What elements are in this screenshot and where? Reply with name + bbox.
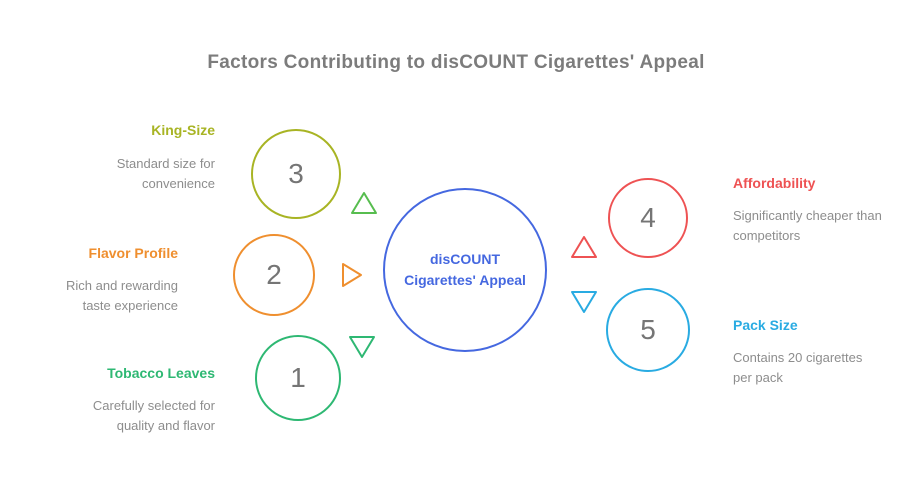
center-circle: disCOUNT Cigarettes' Appeal xyxy=(383,188,547,352)
arrow-down-right-icon xyxy=(570,289,598,320)
factor-label-tobacco-leaves: Tobacco Leaves xyxy=(107,365,215,381)
center-label-line1: disCOUNT xyxy=(430,251,500,267)
factor-number-1: 1 xyxy=(290,362,306,393)
factor-circle-4: 4 xyxy=(608,178,688,258)
arrow-up-right-icon xyxy=(570,234,598,265)
factor-number-3: 3 xyxy=(288,158,304,189)
factor-circle-3: 3 xyxy=(251,129,341,219)
factor-description-king-size: Standard size for convenience xyxy=(116,156,215,191)
factor-description-affordability: Significantly cheaper than competitors xyxy=(733,208,882,243)
factor-description-flavor-profile: Rich and rewarding taste experience xyxy=(65,278,178,313)
factor-circle-2: 2 xyxy=(233,234,315,316)
factor-number-2: 2 xyxy=(266,259,282,290)
factor-label-pack-size: Pack Size xyxy=(733,317,798,333)
factor-number-4: 4 xyxy=(640,202,656,233)
factor-label-flavor-profile: Flavor Profile xyxy=(88,245,178,261)
arrow-down-left-icon xyxy=(348,334,376,365)
factor-circle-1: 1 xyxy=(255,335,341,421)
factor-number-5: 5 xyxy=(640,314,656,345)
factor-circle-5: 5 xyxy=(606,288,690,372)
page-title: Factors Contributing to disCOUNT Cigaret… xyxy=(207,52,705,73)
arrow-up-left-icon xyxy=(350,190,378,221)
arrow-right-icon xyxy=(340,261,364,294)
center-label-line2: Cigarettes' Appeal xyxy=(404,272,526,288)
factor-label-affordability: Affordability xyxy=(733,175,816,191)
factor-label-king-size: King-Size xyxy=(151,122,215,138)
factor-description-tobacco-leaves: Carefully selected for quality and flavo… xyxy=(92,398,215,433)
factor-description-pack-size: Contains 20 cigarettes per pack xyxy=(733,350,863,385)
